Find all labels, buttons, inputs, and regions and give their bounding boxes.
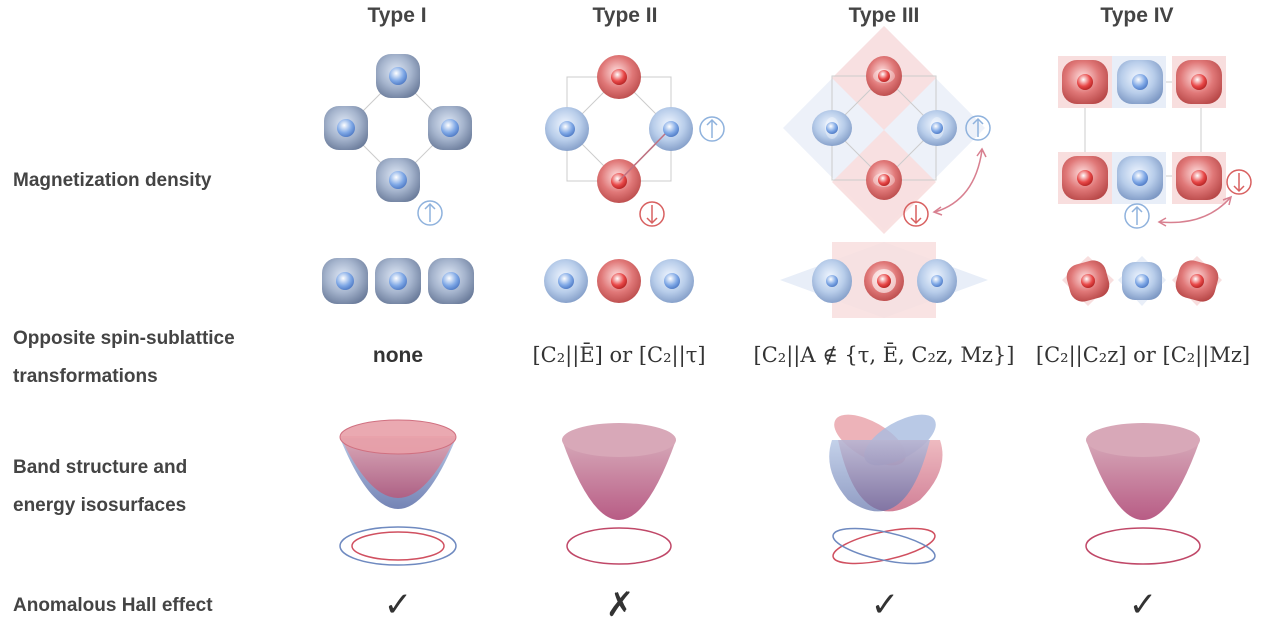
type2-atom-left bbox=[545, 107, 589, 151]
type2-side-view bbox=[544, 259, 694, 303]
type4-transformation: [C₂||C₂z] or [C₂||Mz] bbox=[1035, 343, 1251, 367]
type4-top-row bbox=[1058, 56, 1226, 108]
column-title-type-4: Type IV bbox=[1100, 4, 1174, 27]
column-title-type-3: Type III bbox=[848, 4, 920, 27]
type4-side-view bbox=[1062, 256, 1222, 306]
type1-band-structure bbox=[339, 419, 457, 566]
type1-atom-bottom bbox=[376, 158, 420, 202]
type2-transformation: [C₂||Ē] or [C₂||τ] bbox=[532, 343, 706, 367]
arrow-down-icon bbox=[1226, 169, 1252, 195]
type2-atom-top bbox=[597, 55, 641, 99]
arrow-down-icon bbox=[639, 201, 665, 227]
type1-side-view bbox=[322, 258, 474, 304]
arrow-up-icon bbox=[1124, 203, 1150, 229]
row-label-band-2: energy isosurfaces bbox=[13, 495, 187, 516]
column-title-type-1: Type I bbox=[367, 4, 427, 27]
row-label-transform-2: transformations bbox=[13, 366, 158, 387]
arrow-down-icon bbox=[903, 201, 929, 227]
check-icon: ✓ bbox=[383, 585, 413, 625]
check-icon: ✓ bbox=[870, 585, 900, 625]
type3-band-structure bbox=[829, 414, 943, 565]
arrow-up-icon bbox=[965, 115, 991, 141]
type4-band-structure bbox=[1085, 423, 1201, 565]
type3-atom-right bbox=[917, 110, 957, 146]
type3-transformation: [C₂||A ∉ {τ, Ē, C₂z, Mz}] bbox=[753, 343, 1015, 367]
row-label-magnetization: Magnetization density bbox=[13, 170, 212, 191]
type3-atom-left bbox=[812, 110, 852, 146]
type4-magnetization bbox=[1058, 56, 1252, 306]
arrow-up-icon bbox=[417, 200, 443, 226]
column-title-type-2: Type II bbox=[592, 4, 658, 27]
type2-band-structure bbox=[562, 423, 676, 565]
type3-magnetization bbox=[780, 26, 991, 318]
type4-bottom-row bbox=[1058, 152, 1226, 204]
arrow-up-icon bbox=[699, 116, 725, 142]
row-label-band-1: Band structure and bbox=[13, 457, 188, 478]
type1-atom-left bbox=[324, 106, 368, 150]
type1-transformation: none bbox=[372, 344, 424, 367]
type1-atom-right bbox=[428, 106, 472, 150]
type1-atom-top bbox=[376, 54, 420, 98]
row-label-ahe: Anomalous Hall effect bbox=[13, 595, 213, 616]
type3-atom-bottom bbox=[866, 160, 902, 200]
cross-icon: ✗ bbox=[605, 585, 635, 625]
check-icon: ✓ bbox=[1128, 585, 1158, 625]
type3-side-view bbox=[780, 242, 988, 318]
type2-magnetization bbox=[544, 55, 725, 303]
type3-atom-top bbox=[866, 56, 902, 96]
type1-magnetization bbox=[322, 54, 474, 304]
row-label-transform-1: Opposite spin-sublattice bbox=[13, 328, 235, 349]
